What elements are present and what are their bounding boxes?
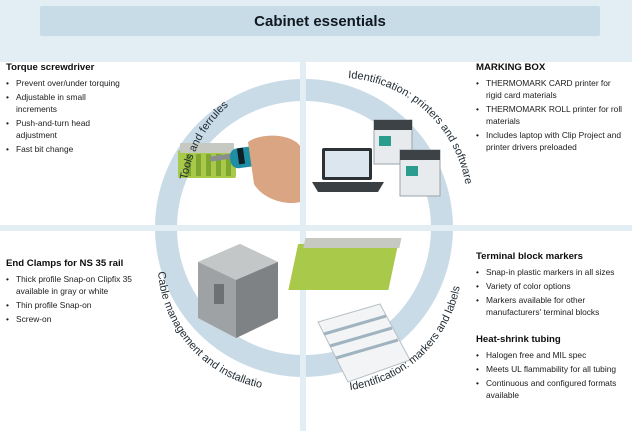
- list-item: Snap-in plastic markers in all sizes: [476, 266, 628, 278]
- list-item: Thin profile Snap-on: [6, 299, 144, 311]
- terminal-markers-block: Terminal block markers Snap-in plastic m…: [476, 251, 628, 320]
- torque-screwdriver-block: Torque screwdriver Prevent over/under to…: [6, 62, 124, 157]
- marking-heading: MARKING BOX: [476, 62, 546, 73]
- printer-card-icon: [373, 119, 413, 165]
- laptop-icon: [312, 148, 384, 192]
- list-item: Halogen free and MIL spec: [476, 349, 628, 361]
- list-item: Continuous and configured formats availa…: [476, 377, 628, 401]
- title-band: Cabinet essentials: [40, 6, 600, 36]
- page-title: Cabinet essentials: [254, 12, 386, 30]
- end-clamp-illustration: [198, 244, 278, 338]
- list-item: Screw-on: [6, 313, 144, 325]
- printers-illustration: [312, 119, 441, 197]
- torque-heading: Torque screwdriver: [6, 62, 95, 73]
- list-item: Fast bit change: [6, 143, 124, 155]
- ring-divider-horizontal: [150, 225, 470, 231]
- terminal-markers-heading: Terminal block markers: [476, 251, 584, 262]
- list-item: Includes laptop with Clip Project and pr…: [476, 129, 628, 153]
- list-item: Markers available for other manufacturer…: [476, 294, 628, 318]
- list-item: Meets UL flammability for all tubing: [476, 363, 628, 375]
- end-clamps-block: End Clamps for NS 35 rail Thick profile …: [6, 258, 144, 327]
- torque-list: Prevent over/under torquing Adjustable i…: [6, 77, 124, 155]
- heat-shrink-heading: Heat-shrink tubing: [476, 334, 561, 345]
- tools-illustration: [178, 135, 300, 204]
- terminal-markers-list: Snap-in plastic markers in all sizes Var…: [476, 266, 628, 318]
- list-item: Variety of color options: [476, 280, 628, 292]
- printer-roll-icon: [399, 149, 441, 197]
- list-item: Adjustable in small increments: [6, 91, 124, 115]
- end-clamps-list: Thick profile Snap-on Clipfix 35 availab…: [6, 273, 144, 325]
- hand-icon: [248, 135, 300, 204]
- list-item: Prevent over/under torquing: [6, 77, 124, 89]
- marker-sheet-icon: [317, 303, 411, 383]
- marking-list: THERMOMARK CARD printer for rigid card m…: [476, 77, 628, 153]
- marking-box-block: MARKING BOX THERMOMARK CARD printer for …: [476, 62, 628, 155]
- heat-shrink-list: Halogen free and MIL spec Meets UL flamm…: [476, 349, 628, 401]
- end-clamps-heading: End Clamps for NS 35 rail: [6, 258, 124, 269]
- list-item: Thick profile Snap-on Clipfix 35 availab…: [6, 273, 144, 297]
- markers-illustration: [288, 238, 411, 383]
- list-item: Push-and-turn head adjustment: [6, 117, 124, 141]
- terminal-strip-icon: [288, 238, 402, 290]
- list-item: THERMOMARK ROLL printer for roll materia…: [476, 103, 628, 127]
- list-item: THERMOMARK CARD printer for rigid card m…: [476, 77, 628, 101]
- heat-shrink-block: Heat-shrink tubing Halogen free and MIL …: [476, 334, 628, 403]
